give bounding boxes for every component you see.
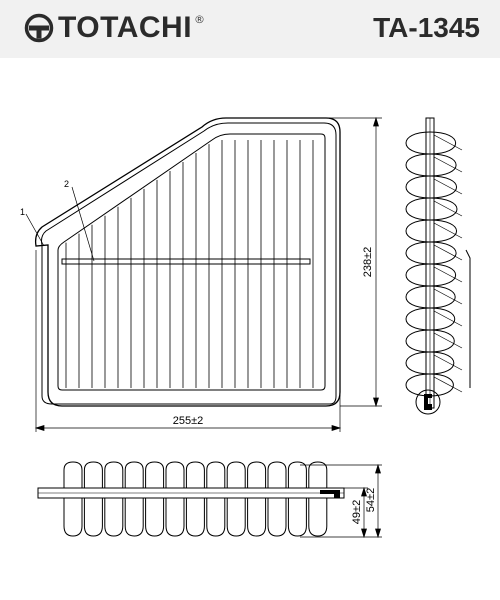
side-pleat-fold bbox=[433, 266, 463, 283]
brand: TOTACHI ® bbox=[24, 10, 205, 46]
bottom-pleat-bottom bbox=[145, 498, 165, 537]
side-right-edge bbox=[465, 249, 471, 388]
side-pleat-left bbox=[405, 219, 431, 243]
side-pleat-left bbox=[405, 373, 431, 397]
callout-label-frame: 1 bbox=[20, 207, 25, 217]
bottom-pleat-bottom bbox=[104, 498, 124, 537]
thickness-dimensions bbox=[300, 463, 382, 539]
side-pleat-right bbox=[429, 307, 456, 331]
side-pleat-fold bbox=[433, 222, 463, 239]
header-bar: TOTACHI ® TA-1345 bbox=[0, 0, 500, 58]
bottom-pleat-bottom bbox=[267, 498, 287, 537]
side-pleats bbox=[405, 131, 463, 397]
width-dimension bbox=[34, 250, 342, 432]
side-pleat-right bbox=[429, 351, 455, 375]
bottom-pleat-top bbox=[165, 461, 185, 488]
bottom-pleat-bottom bbox=[206, 498, 226, 537]
frame-outline bbox=[34, 117, 341, 407]
side-pleat-fold bbox=[433, 354, 463, 371]
callout-frame: 1 bbox=[20, 207, 45, 247]
side-pleat-right bbox=[429, 285, 456, 309]
model-number: TA-1345 bbox=[373, 12, 480, 43]
side-pleat-fold bbox=[433, 178, 463, 195]
side-pleat-fold bbox=[433, 310, 463, 327]
front-view bbox=[34, 117, 341, 407]
side-pleat-fold bbox=[433, 200, 463, 217]
bottom-pleat-top bbox=[206, 461, 226, 488]
side-pleat-right bbox=[429, 153, 457, 177]
bottom-pleat-top bbox=[83, 461, 103, 488]
side-pleat-left bbox=[405, 131, 431, 155]
bottom-pleat-bottom bbox=[247, 498, 267, 537]
side-pleat-left bbox=[405, 175, 431, 199]
bottom-pleat-top bbox=[267, 461, 287, 488]
side-pleat-left bbox=[405, 241, 431, 265]
width-label: 255±2 bbox=[173, 415, 204, 427]
callout-label-media: 2 bbox=[64, 179, 69, 189]
side-pleat-right bbox=[429, 263, 457, 287]
side-pleat-fold bbox=[433, 244, 463, 261]
bottom-pleat-top bbox=[185, 461, 205, 488]
bottom-pleat-top bbox=[308, 461, 328, 488]
side-pleat-fold bbox=[433, 134, 463, 151]
side-pleat-left bbox=[405, 329, 431, 353]
bottom-pleat-bottom bbox=[63, 498, 83, 537]
bottom-pleats bbox=[63, 461, 328, 537]
side-pleat-fold bbox=[433, 288, 463, 305]
side-pleat-left bbox=[405, 153, 431, 177]
totachi-logo-icon bbox=[24, 13, 54, 43]
bottom-pleat-top bbox=[104, 461, 124, 488]
bottom-pleat-top bbox=[124, 461, 144, 488]
side-pleat-left bbox=[405, 263, 431, 287]
brand-name: TOTACHI bbox=[58, 11, 193, 44]
bottom-pleat-bottom bbox=[83, 498, 103, 537]
thickness-outer-label: 54±2 bbox=[365, 488, 377, 512]
side-pleat-right bbox=[429, 329, 455, 353]
bottom-pleat-bottom bbox=[308, 498, 328, 537]
filter-media-strip bbox=[61, 258, 311, 265]
side-pleat-fold bbox=[433, 332, 463, 349]
side-pleat-left bbox=[405, 285, 431, 309]
side-pleat-fold bbox=[433, 376, 463, 393]
gasket-detail-circle bbox=[415, 389, 441, 415]
side-pleat-right bbox=[429, 219, 458, 243]
bottom-pleat-bottom bbox=[165, 498, 185, 537]
media-border bbox=[57, 133, 326, 391]
bottom-pleat-top bbox=[247, 461, 267, 488]
gasket-profile bbox=[424, 394, 432, 410]
side-view bbox=[405, 117, 471, 415]
bottom-pleat-bottom bbox=[226, 498, 246, 537]
registered-mark: ® bbox=[194, 12, 206, 26]
bottom-pleat-bottom bbox=[124, 498, 144, 537]
side-pleat-right bbox=[429, 241, 457, 265]
side-pleat-right bbox=[429, 197, 458, 221]
thickness-inner-label: 49±2 bbox=[351, 500, 363, 524]
bottom-pleat-top bbox=[63, 461, 83, 488]
side-pleat-left bbox=[405, 307, 431, 331]
height-label: 238±2 bbox=[362, 247, 374, 278]
bottom-view bbox=[37, 461, 345, 537]
frame-gasket bbox=[41, 122, 337, 405]
side-pleat-right bbox=[429, 131, 457, 155]
bottom-pleat-bottom bbox=[185, 498, 205, 537]
side-pleat-fold bbox=[433, 156, 463, 173]
bottom-pleat-bottom bbox=[287, 498, 307, 537]
bottom-pleat-top bbox=[287, 461, 307, 488]
height-dimension bbox=[326, 116, 382, 408]
side-pleat-left bbox=[405, 351, 431, 375]
bottom-pleat-top bbox=[145, 461, 165, 488]
bottom-pleat-top bbox=[226, 461, 246, 488]
side-pleat-right bbox=[429, 175, 458, 199]
callout-media: 2 bbox=[64, 179, 95, 262]
bottom-gasket-profile bbox=[320, 490, 340, 498]
side-pleat-left bbox=[405, 197, 431, 221]
